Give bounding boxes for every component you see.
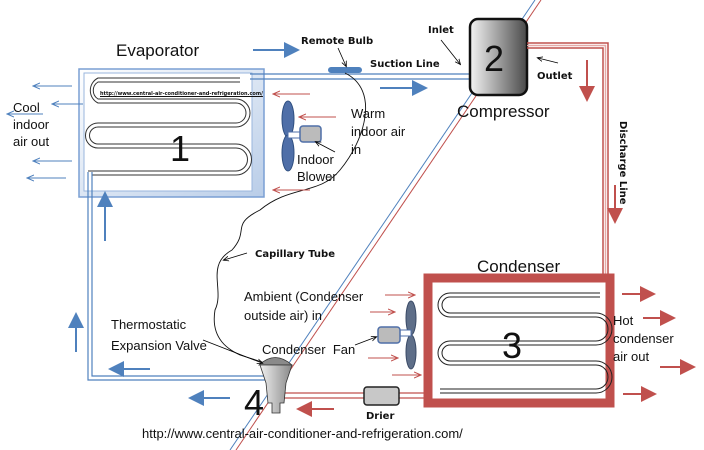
hot-air-label-2: condenser bbox=[613, 331, 674, 346]
expansion-valve-number: 4 bbox=[244, 382, 265, 423]
compressor-body bbox=[468, 17, 529, 97]
evaporator-coil bbox=[78, 68, 265, 198]
capillary-tube-label: Capillary Tube bbox=[255, 249, 335, 260]
ambient-air-label-1: Ambient (Condenser bbox=[244, 289, 364, 304]
footer-url[interactable]: http://www.central-air-conditioner-and-r… bbox=[142, 426, 463, 441]
inlet-label: Inlet bbox=[428, 25, 454, 36]
warm-air-label-1: Warm bbox=[351, 106, 386, 121]
remote-bulb-label: Remote Bulb bbox=[301, 36, 374, 47]
cold-flow-arrows bbox=[8, 42, 428, 406]
evaporator-number: 1 bbox=[170, 128, 191, 169]
condenser-coil bbox=[423, 273, 615, 408]
evaporator-watermark: http://www.central-air-conditioner-and-r… bbox=[100, 91, 263, 97]
warm-air-label-3: in bbox=[351, 142, 362, 157]
indoor-blower-icon bbox=[281, 100, 322, 172]
indoor-blower-label-1: Indoor bbox=[297, 152, 334, 167]
cool-air-label-3: air out bbox=[13, 134, 50, 149]
liquid-line-cold bbox=[87, 172, 265, 381]
drier-label: Drier bbox=[366, 411, 395, 422]
indoor-blower-label-2: Blower bbox=[297, 169, 337, 184]
cool-air-label-1: Cool bbox=[13, 100, 40, 115]
hot-air-label-3: air out bbox=[613, 349, 650, 364]
discharge-line-label: Discharge Line bbox=[617, 121, 628, 205]
hot-flow-arrows bbox=[274, 60, 696, 417]
condenser-fan-icon bbox=[377, 300, 417, 370]
evaporator-title: Evaporator bbox=[116, 41, 200, 60]
pointer-arrows bbox=[202, 39, 559, 363]
condenser-title: Condenser bbox=[477, 257, 561, 276]
outlet-label: Outlet bbox=[537, 71, 573, 82]
expansion-valve-label-1: Thermostatic bbox=[111, 317, 187, 332]
condenser-number: 3 bbox=[502, 325, 523, 366]
suction-line-label: Suction Line bbox=[370, 59, 440, 70]
compressor-number: 2 bbox=[484, 38, 505, 79]
liquid-line-hot bbox=[275, 392, 428, 399]
drier bbox=[363, 386, 400, 406]
capillary-tube bbox=[213, 72, 367, 363]
compressor-title: Compressor bbox=[457, 102, 550, 121]
cool-air-label-2: indoor bbox=[13, 117, 50, 132]
suction-line bbox=[250, 67, 473, 80]
expansion-valve-label-2: Expansion Valve bbox=[111, 338, 207, 353]
hot-air-label-1: Hot bbox=[613, 313, 634, 328]
warm-air-label-2: indoor air bbox=[351, 124, 406, 139]
remote-bulb bbox=[328, 67, 362, 73]
ambient-air-label-2: outside air) in bbox=[244, 308, 323, 323]
expansion-valve bbox=[257, 357, 294, 414]
condenser-fan-label: Condenser Fan bbox=[262, 342, 356, 357]
